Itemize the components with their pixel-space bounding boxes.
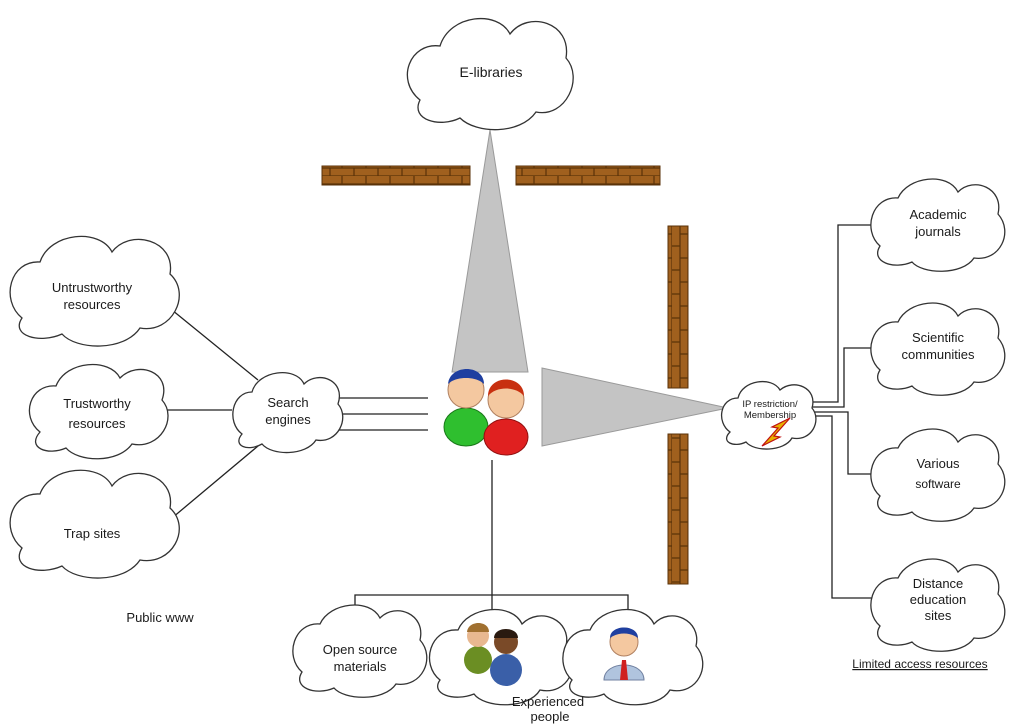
- label-ip-2: Membership: [744, 410, 796, 421]
- label-distance-2: education: [910, 592, 966, 607]
- connector-people-down: [354, 460, 629, 628]
- label-trustworthy-2: resources: [68, 416, 126, 431]
- cloud-distance-education: Distance education sites: [870, 558, 1006, 652]
- label-opensource-1: Open source: [323, 642, 397, 657]
- cloud-ip-membership: IP restriction/ Membership: [720, 380, 817, 450]
- caption-experienced-1: Experienced: [512, 694, 584, 709]
- cloud-elibraries: E-libraries: [406, 17, 574, 131]
- label-untrustworthy-2: resources: [63, 297, 121, 312]
- label-scientific-2: communities: [902, 347, 975, 362]
- label-trap-sites: Trap sites: [64, 526, 121, 541]
- cloud-academic-journals: Academic journals: [870, 178, 1006, 272]
- lightning-icon: [761, 417, 791, 447]
- beam-to-limited-access: [541, 367, 729, 447]
- label-academic-2: journals: [914, 224, 961, 239]
- brick-wall-top-left: [321, 165, 471, 186]
- connector-trap: [171, 445, 259, 519]
- label-untrustworthy-1: Untrustworthy: [52, 280, 133, 295]
- label-search-2: engines: [265, 412, 311, 427]
- cloud-trap-sites: Trap sites: [9, 469, 180, 579]
- label-distance-1: Distance: [913, 576, 964, 591]
- label-software-2: software: [915, 477, 961, 491]
- label-elibraries: E-libraries: [459, 64, 522, 80]
- cloud-search-engines: Search engines: [232, 372, 344, 454]
- cloud-untrustworthy: Untrustworthy resources: [9, 235, 180, 347]
- label-search-1: Search: [267, 395, 308, 410]
- label-distance-3: sites: [925, 608, 952, 623]
- cloud-scientific-communities: Scientific communities: [870, 302, 1006, 396]
- label-trustworthy-1: Trustworthy: [63, 396, 131, 411]
- connector-untrustworthy: [171, 309, 259, 381]
- label-academic-1: Academic: [909, 207, 967, 222]
- cloud-trustworthy: Trustworthy resources: [28, 364, 169, 460]
- caption-public-www: Public www: [126, 610, 194, 625]
- cloud-experienced-people-2: [562, 609, 704, 706]
- users-icon: [443, 369, 529, 456]
- label-scientific-1: Scientific: [912, 330, 965, 345]
- connector-ip-distance: [812, 415, 876, 599]
- connector-ip-scientific: [812, 347, 876, 408]
- label-ip-1: IP restriction/: [742, 399, 798, 410]
- people-pair-icon: [464, 623, 522, 686]
- caption-limited-access: Limited access resources: [852, 657, 987, 671]
- connector-ip-software: [812, 411, 876, 475]
- label-opensource-2: materials: [334, 659, 387, 674]
- label-software-1: Various: [916, 456, 960, 471]
- caption-experienced-2: people: [530, 709, 569, 724]
- cloud-various-software: Various software: [870, 428, 1006, 522]
- person-icon: [603, 627, 645, 681]
- brick-wall-right-upper: [667, 225, 689, 389]
- brick-wall-right-lower: [667, 433, 689, 585]
- cloud-open-source: Open source materials: [292, 604, 428, 698]
- connector-ip-academic: [812, 224, 876, 403]
- beam-to-elibraries: [451, 129, 529, 373]
- brick-wall-top-right: [515, 165, 661, 186]
